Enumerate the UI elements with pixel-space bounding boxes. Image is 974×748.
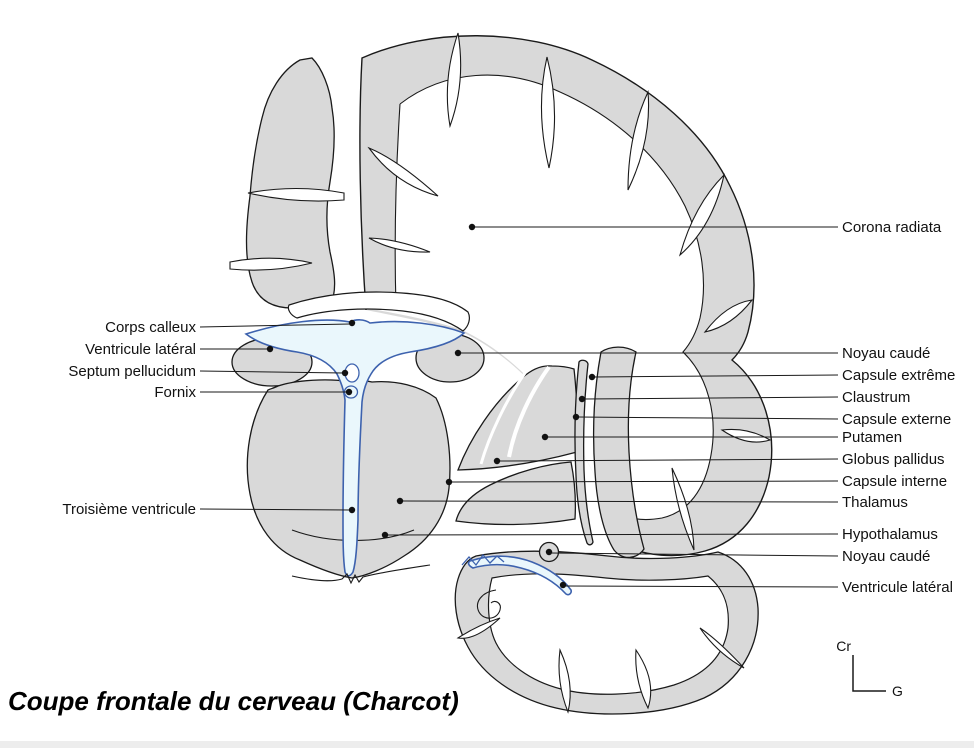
label-fornix: Fornix [154, 384, 353, 401]
label-hypothalamus: Hypothalamus [381, 526, 938, 543]
label-capsule-extreme: Capsule extrême [588, 367, 955, 384]
label-septum-pellucidum: Septum pellucidum [68, 363, 349, 380]
orientation-left-label: G [892, 683, 903, 699]
white-matter-temporal [487, 573, 729, 695]
corpus-callosum [287, 291, 470, 332]
label-claustrum: Claustrum [578, 389, 910, 406]
lentiform-lower-segment [455, 461, 577, 526]
label-troisieme-ventricule: Troisième ventricule [62, 501, 356, 518]
label-ventricule-lateral-left: Ventricule latéral [85, 341, 274, 358]
label-putamen-text: Putamen [842, 429, 902, 446]
label-corona-radiata-text: Corona radiata [842, 219, 942, 236]
orientation-axes [852, 655, 886, 692]
label-noyau-caude-sup-text: Noyau caudé [842, 345, 930, 362]
cortex-outer-boundary [359, 35, 773, 557]
brain-illustration [229, 32, 773, 715]
ventricle-squiggle [461, 553, 505, 567]
label-hypothalamus-text: Hypothalamus [842, 526, 938, 543]
label-capsule-extreme-text: Capsule extrême [842, 367, 955, 384]
sulcus [247, 187, 345, 202]
label-capsule-interne-text: Capsule interne [842, 473, 947, 490]
sulcus [446, 32, 462, 129]
label-ventricule-lateral-left-text: Ventricule latéral [85, 341, 196, 358]
label-noyau-caude-inf: Noyau caudé [545, 548, 930, 565]
claustrum-strip [574, 359, 594, 546]
label-capsule-externe: Capsule externe [572, 411, 951, 428]
label-ventricule-lateral-inf: Ventricule latéral [559, 579, 953, 596]
lamina-divider [479, 372, 527, 465]
label-fornix-text: Fornix [154, 384, 196, 401]
cortex-inner-boundary [399, 74, 714, 544]
labels-right: Corona radiata Noyau caudé Capsule extrê… [381, 219, 955, 596]
bottom-edge [0, 741, 974, 748]
sulcus [229, 257, 313, 271]
label-troisieme-ventricule-text: Troisième ventricule [62, 501, 196, 518]
sulcus [540, 56, 556, 169]
label-putamen: Putamen [541, 429, 902, 446]
sulcus [367, 146, 439, 197]
label-capsule-interne: Capsule interne [445, 473, 947, 490]
sulcus [699, 627, 745, 669]
sulcus [703, 299, 754, 333]
sulcus [678, 173, 725, 257]
lateral-ventricles-third-ventricle [244, 319, 466, 577]
sulcus [627, 89, 650, 191]
label-corona-radiata: Corona radiata [468, 219, 942, 236]
sulcus [671, 467, 695, 551]
orientation-marker: Cr G [836, 638, 903, 699]
sulcus [558, 647, 571, 714]
insular-cortex [593, 346, 645, 559]
label-noyau-caude-inf-text: Noyau caudé [842, 548, 930, 565]
label-globus-pallidus-text: Globus pallidus [842, 451, 945, 468]
label-thalamus-text: Thalamus [842, 494, 908, 511]
sulcus [368, 237, 431, 253]
sulcus [720, 428, 772, 443]
label-claustrum-text: Claustrum [842, 389, 910, 406]
label-corps-calleux: Corps calleux [105, 319, 356, 336]
lamina-divider [507, 365, 551, 458]
label-septum-pellucidum-text: Septum pellucidum [68, 363, 196, 380]
orientation-cranial-label: Cr [836, 638, 851, 654]
label-corps-calleux-text: Corps calleux [105, 319, 196, 336]
brain-base-line [291, 564, 431, 585]
sulcus [456, 617, 501, 639]
hippocampus-curl [477, 589, 501, 619]
sulcus [635, 648, 652, 710]
label-globus-pallidus: Globus pallidus [493, 451, 945, 468]
figure-title: Coupe frontale du cerveau (Charcot) [8, 686, 459, 716]
label-noyau-caude-sup: Noyau caudé [454, 345, 930, 362]
label-thalamus: Thalamus [396, 494, 908, 511]
label-capsule-externe-text: Capsule externe [842, 411, 951, 428]
label-ventricule-lateral-inf-text: Ventricule latéral [842, 579, 953, 596]
cortex-medial-inner-boundary [394, 103, 401, 307]
labels-left: Corps calleux Ventricule latéral Septum … [62, 319, 356, 518]
